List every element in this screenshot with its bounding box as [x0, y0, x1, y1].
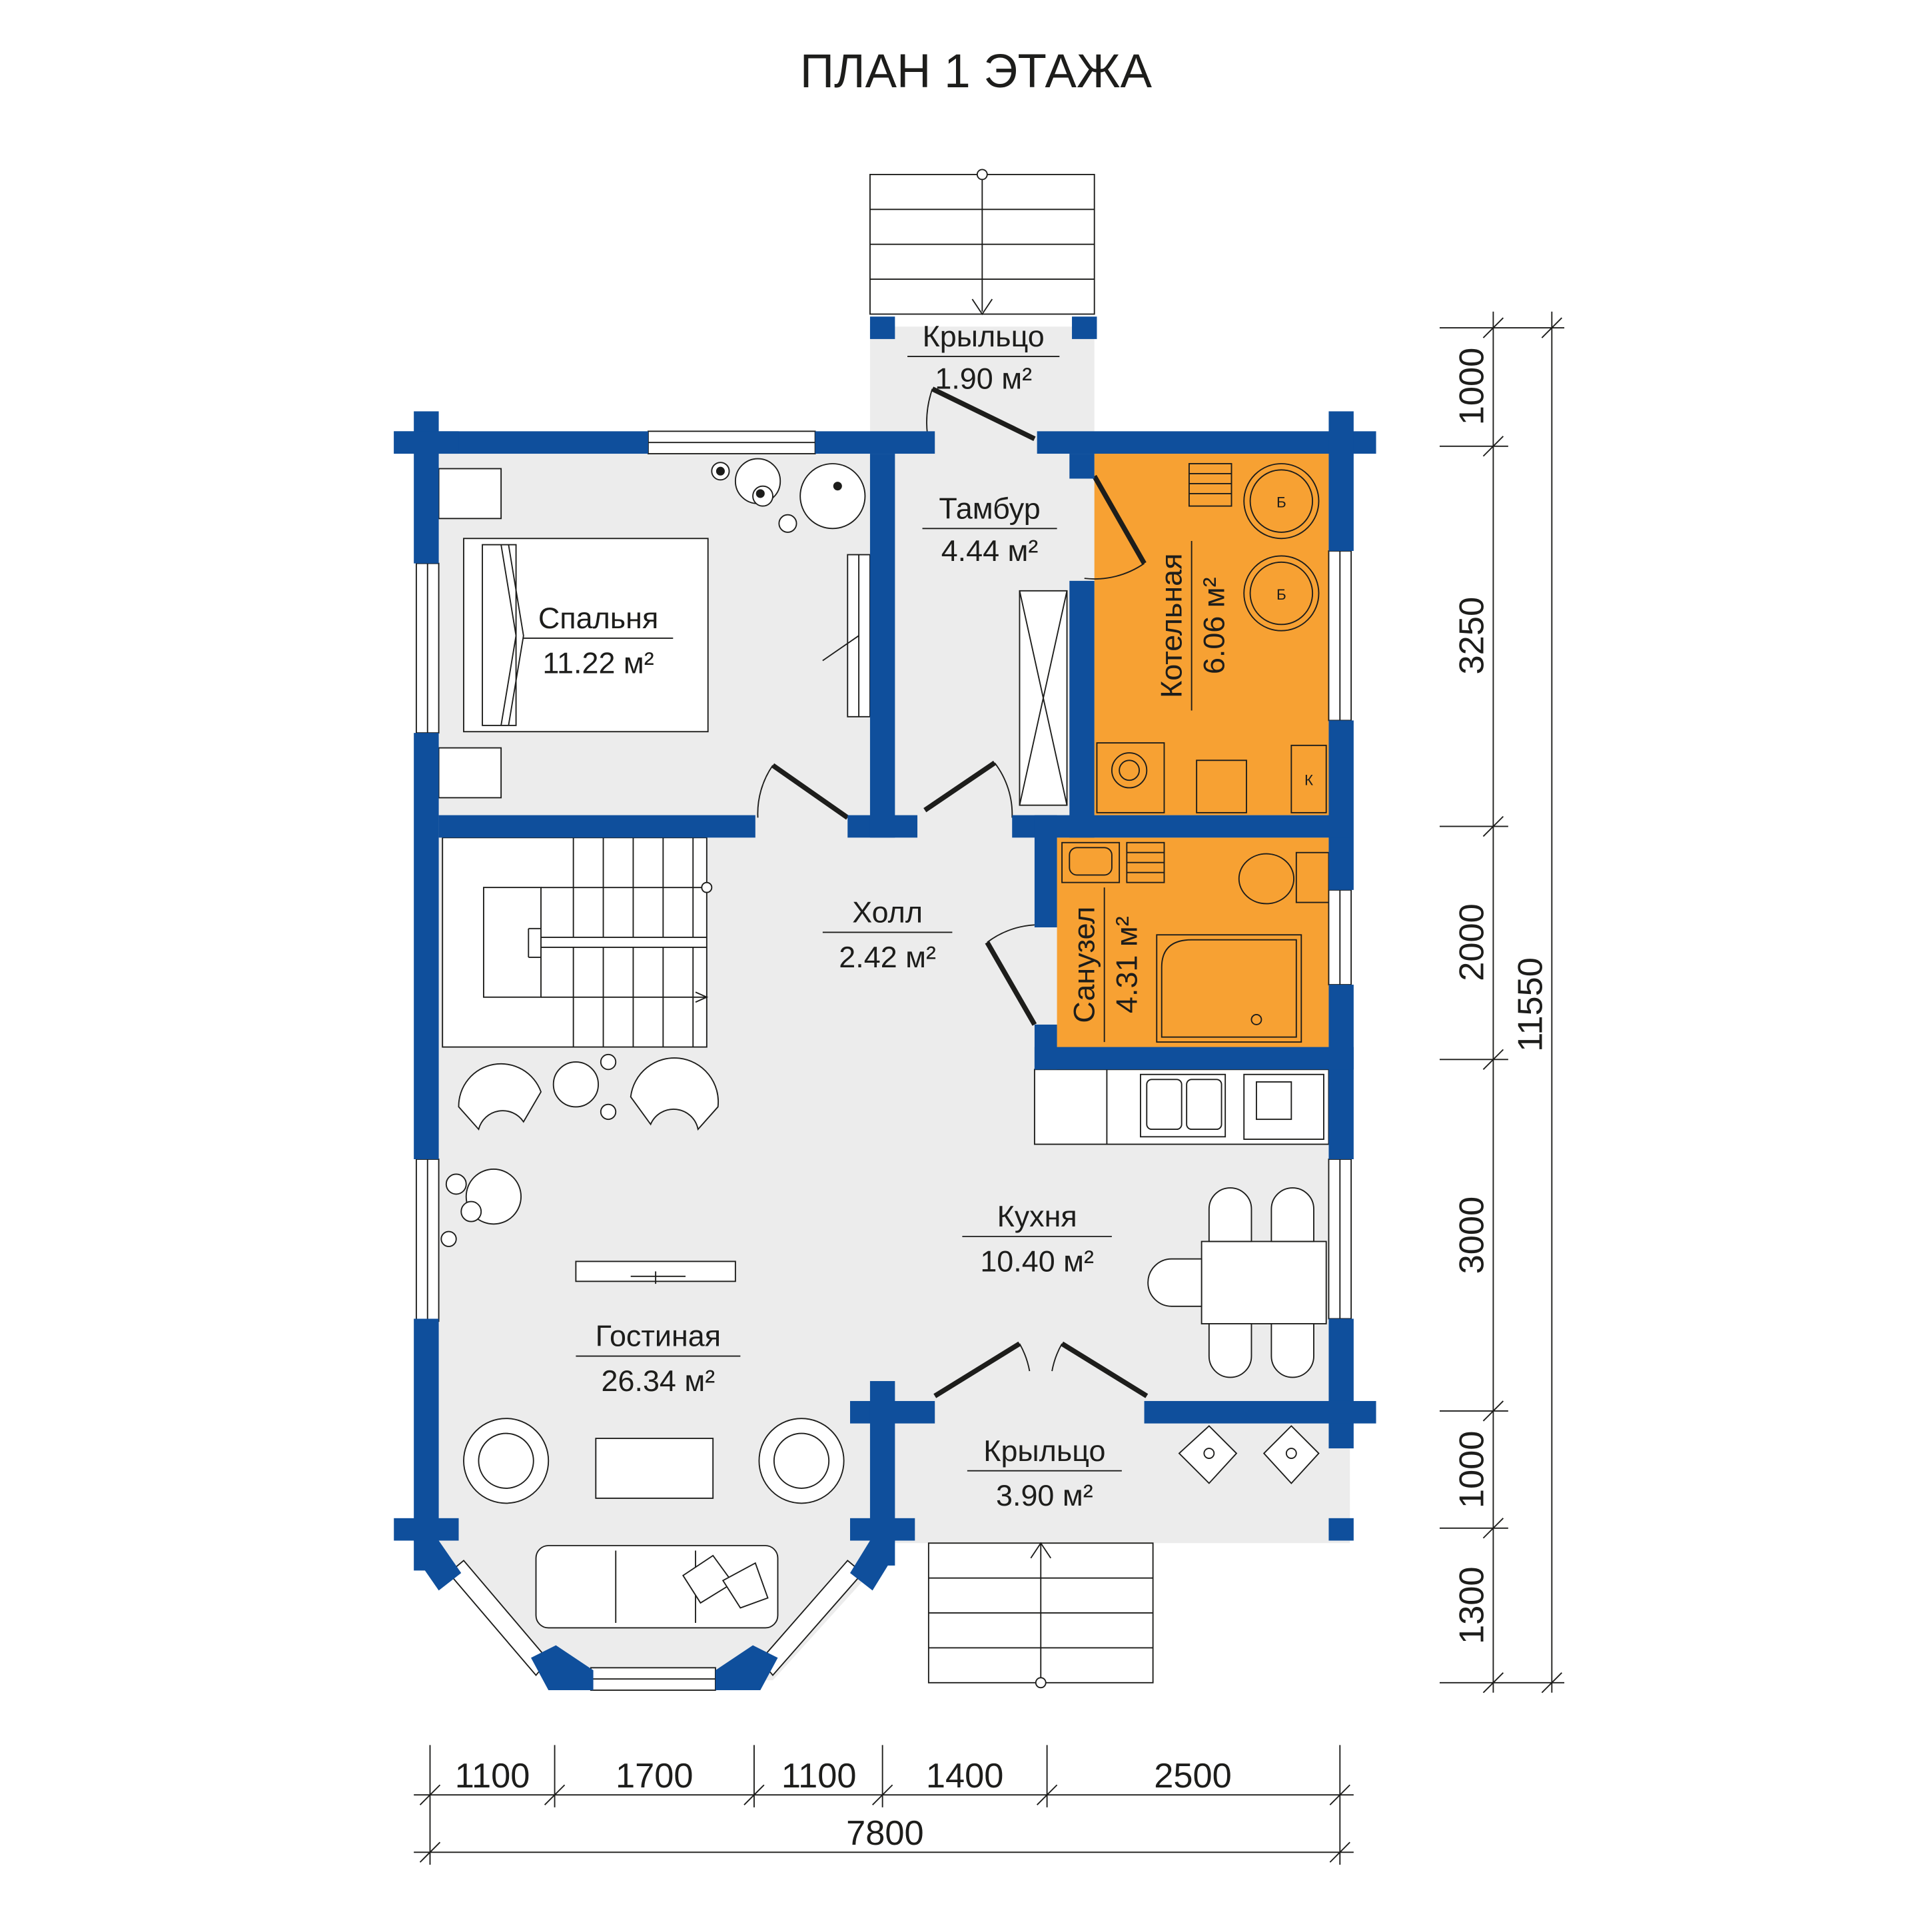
- boiler-symbol: Б: [1276, 586, 1286, 603]
- dim-label: 1700: [616, 1757, 694, 1795]
- door-swings: [757, 386, 1149, 1398]
- wall-boiler-bottom: [1012, 815, 1352, 838]
- living-armchairs-top: [458, 1053, 720, 1131]
- bathroom-fixtures: [1061, 841, 1330, 1043]
- bay-wall-right: [850, 1540, 895, 1591]
- room-kitchen: Кухня 10.40 м²: [962, 1199, 1112, 1278]
- sofa: [535, 1545, 779, 1629]
- bedroom-plants: [711, 458, 866, 533]
- living-armchairs-bottom: [463, 1418, 845, 1504]
- bed: [438, 468, 709, 799]
- room-area: 4.31 м²: [1109, 916, 1143, 1013]
- wall-bedroom-right: [869, 454, 895, 838]
- kitchen-counter: [1033, 1069, 1330, 1145]
- room-porch-bottom: Крыльцо 3.90 м²: [967, 1434, 1122, 1512]
- porch-top-post-right: [1072, 316, 1097, 339]
- room-labels: Крыльцо 1.90 м² Тамбур 4.44 м² Котельная…: [523, 319, 1313, 1512]
- bay-wall-left: [414, 1540, 462, 1591]
- room-name: Гостиная: [596, 1319, 721, 1353]
- room-name: Спальня: [538, 601, 658, 635]
- boiler-symbol: Б: [1276, 494, 1286, 510]
- wall-bath-left-top: [1034, 815, 1057, 927]
- entrance-stairs-top: [869, 169, 1095, 316]
- dimension-bottom-labels: 1100 1700 1100 1400 2500 7800: [455, 1757, 1232, 1853]
- wall-cross-left-bot: [394, 1518, 459, 1541]
- wall-living-cross: [850, 1518, 915, 1541]
- dim-label: 1100: [455, 1757, 530, 1795]
- room-area: 6.06 м²: [1197, 577, 1230, 674]
- room-bathroom: Санузел 4.31 м²: [1067, 887, 1143, 1043]
- boiler-room-equipment: [1096, 463, 1327, 813]
- dim-label: 2000: [1452, 903, 1491, 981]
- room-area: 1.90 м²: [935, 362, 1032, 396]
- room-name: Тамбур: [939, 491, 1040, 525]
- dimension-right: [1439, 311, 1565, 1693]
- tv-unit: [575, 1260, 736, 1284]
- room-name: Котельная: [1155, 554, 1189, 698]
- wall-right-mid2: [1328, 985, 1354, 1159]
- wall-top-right: [1037, 431, 1376, 454]
- porch-top-floor: [869, 326, 1095, 452]
- room-vestibule: Тамбур 4.44 м²: [922, 491, 1057, 568]
- room-name: Холл: [852, 895, 923, 929]
- bay-corner-left: [531, 1645, 594, 1691]
- dim-label: 3250: [1452, 597, 1491, 675]
- dining-table: [1147, 1187, 1327, 1378]
- room-area: 26.34 м²: [602, 1364, 716, 1398]
- wall-right-top: [1328, 411, 1354, 551]
- living-plants: [440, 1169, 522, 1247]
- dimension-right-labels: 1000 3250 2000 3000 1000 1300 11550: [1452, 348, 1550, 1644]
- dim-label: 3000: [1452, 1197, 1491, 1274]
- dim-label: 1400: [926, 1757, 1004, 1795]
- bay-corner-right: [715, 1645, 778, 1691]
- dim-label: 1100: [781, 1757, 857, 1795]
- room-hall: Холл 2.42 м²: [822, 895, 953, 974]
- room-name: Крыльцо: [983, 1434, 1105, 1468]
- room-name: Кухня: [997, 1199, 1077, 1233]
- dimension-bottom: [414, 1745, 1354, 1865]
- dim-total: 7800: [846, 1814, 924, 1853]
- wardrobe: [822, 554, 871, 718]
- vestibule-wardrobe: [1019, 590, 1068, 806]
- room-area: 2.42 м²: [839, 940, 936, 974]
- furniture: [438, 458, 1330, 1629]
- entrance-stairs-bottom: [927, 1542, 1154, 1689]
- room-bedroom: Спальня 11.22 м²: [523, 601, 674, 680]
- wall-bedroom-bottom-left: [438, 815, 755, 838]
- plan-title: ПЛАН 1 ЭТАЖА: [800, 45, 1153, 98]
- dim-label: 1000: [1452, 1431, 1491, 1509]
- wall-cross-left-top: [394, 431, 459, 454]
- interior-staircase: [442, 837, 713, 1048]
- walls: [394, 316, 1376, 1691]
- wall-bath-bottom: [1034, 1047, 1354, 1070]
- room-area: 4.44 м²: [941, 534, 1039, 568]
- wall-boiler-left: [1069, 580, 1095, 838]
- porch-bottom-floor: [891, 1414, 1350, 1544]
- room-area: 10.40 м²: [980, 1244, 1094, 1278]
- room-name: Санузел: [1067, 907, 1101, 1023]
- porch-chairs: [1178, 1425, 1320, 1484]
- wall-vestibule-right: [1069, 454, 1095, 479]
- wall-top-mid: [815, 431, 935, 454]
- room-boiler: Котельная 6.06 м²: [1155, 541, 1230, 711]
- porch-top-post-left: [869, 316, 895, 339]
- wall-right-bot: [1328, 1318, 1354, 1449]
- room-area: 3.90 м²: [996, 1478, 1093, 1512]
- room-area: 11.22 м²: [542, 646, 654, 680]
- room-living: Гостиная 26.34 м²: [576, 1319, 741, 1398]
- wall-left-mid: [414, 733, 439, 1159]
- dim-label: 1000: [1452, 348, 1491, 426]
- room-name: Крыльцо: [923, 319, 1045, 353]
- wall-right-mid: [1328, 720, 1354, 890]
- porch-bottom-post: [1328, 1518, 1354, 1541]
- wall-cross-right-bot: [1144, 1400, 1376, 1424]
- boiler-symbol: К: [1304, 772, 1313, 789]
- windows: [415, 430, 1352, 1691]
- dim-label: 1300: [1452, 1567, 1491, 1645]
- dim-total: 11550: [1511, 957, 1550, 1052]
- room-porch-top: Крыльцо 1.90 м²: [907, 319, 1060, 396]
- dim-label: 2500: [1154, 1757, 1232, 1795]
